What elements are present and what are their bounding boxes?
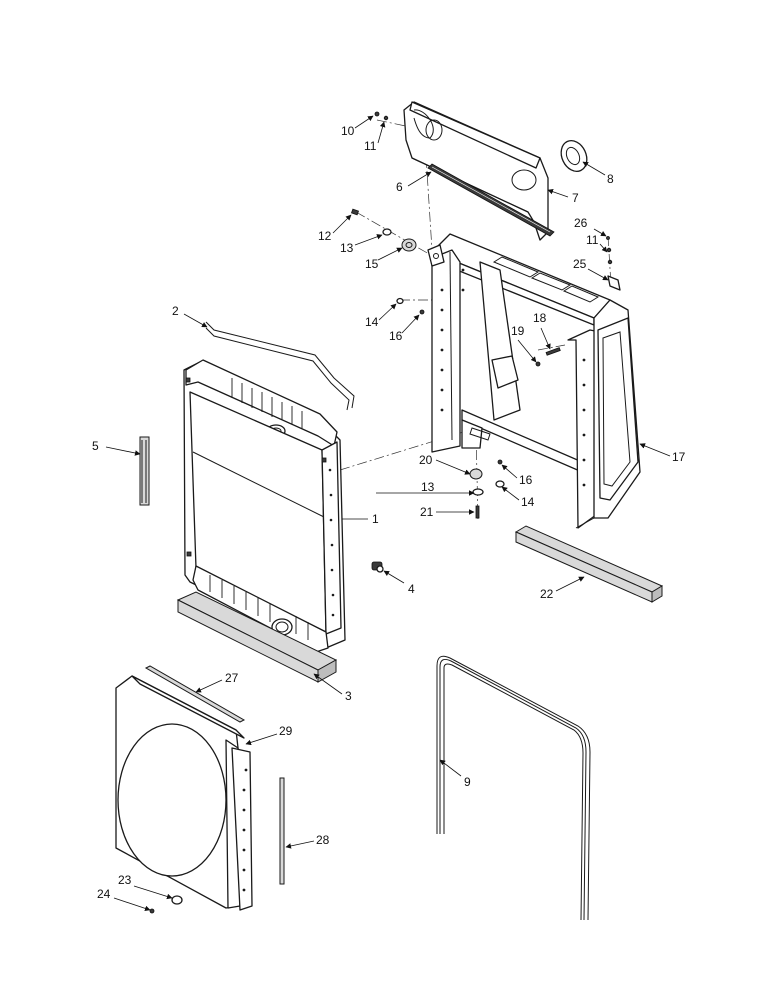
callout-1: 1 <box>372 512 379 526</box>
part-seal-strip-5 <box>139 436 150 506</box>
part-tube-2 <box>205 321 355 411</box>
callout-15: 15 <box>365 257 379 271</box>
callout-7: 7 <box>572 191 579 205</box>
callout-27: 27 <box>225 671 239 685</box>
part-foam-bar-22 <box>514 525 664 603</box>
part-foam-block-3 <box>176 591 338 683</box>
callout-24: 24 <box>97 887 111 901</box>
callout-11-top: 11 <box>364 139 377 153</box>
callout-23: 23 <box>118 873 132 887</box>
callout-16-bottom: 16 <box>519 473 533 487</box>
callout-17: 17 <box>672 450 686 464</box>
callout-9: 9 <box>464 775 471 789</box>
callout-14-bottom: 14 <box>521 495 535 509</box>
callout-14-top: 14 <box>365 315 379 329</box>
part-fan-shroud-29 <box>115 675 253 911</box>
callout-16-top: 16 <box>389 329 403 343</box>
callout-11-right: 11 <box>586 233 599 247</box>
part-seal-strip-27 <box>144 665 246 723</box>
callout-29: 29 <box>279 724 293 738</box>
part-seal-strip-28 <box>279 777 285 885</box>
callout-26: 26 <box>574 216 588 230</box>
part-shroud-frame-17 <box>431 233 641 529</box>
callout-3: 3 <box>345 689 352 703</box>
callout-20: 20 <box>419 453 433 467</box>
callout-21: 21 <box>420 505 434 519</box>
callout-8: 8 <box>607 172 614 186</box>
callout-19: 19 <box>511 324 525 338</box>
fasteners <box>149 111 621 914</box>
part-grommet-8 <box>560 139 588 173</box>
callout-12: 12 <box>318 229 332 243</box>
part-radiator-1 <box>183 359 346 653</box>
leader-lines <box>105 115 671 912</box>
callout-10: 10 <box>341 124 355 138</box>
callout-6: 6 <box>396 180 403 194</box>
part-edge-trim-9 <box>436 655 591 921</box>
callout-28: 28 <box>316 833 330 847</box>
callout-13-bottom: 13 <box>421 480 435 494</box>
callout-13-top: 13 <box>340 241 354 255</box>
callout-labels: 1 2 3 4 5 6 7 8 9 10 11 11 12 13 13 14 1… <box>92 124 686 901</box>
callout-5: 5 <box>92 439 99 453</box>
callout-2: 2 <box>172 304 179 318</box>
callout-4: 4 <box>408 582 415 596</box>
part-drain-valve-4 <box>371 561 384 573</box>
callout-25: 25 <box>573 257 587 271</box>
callout-22: 22 <box>540 587 554 601</box>
callout-18: 18 <box>533 311 547 325</box>
part-seal-6 <box>427 163 555 237</box>
